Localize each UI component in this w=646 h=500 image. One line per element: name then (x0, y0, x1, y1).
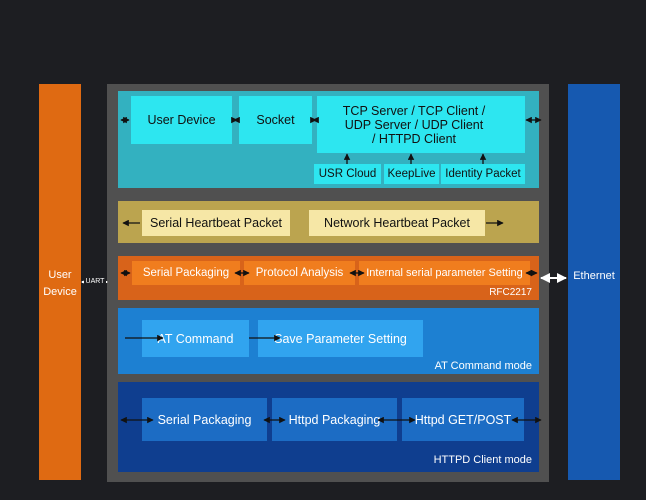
keeplive-box: KeepLive (384, 164, 439, 184)
socket-box: Socket (239, 96, 312, 144)
httpd-get-post-box: Httpd GET/POST (402, 398, 524, 441)
rfc-serial-packaging-box: Serial Packaging (132, 261, 240, 285)
protocol-analysis-box: Protocol Analysis (244, 261, 355, 285)
uart-label: UART (84, 277, 106, 287)
tcp-line2: UDP Server / UDP Client (344, 117, 484, 132)
identity-packet-box: Identity Packet (441, 164, 525, 184)
save-parameter-box: Save Parameter Setting (258, 320, 423, 357)
ethernet-bar: Ethernet (568, 84, 620, 480)
tcp-line3: / HTTPD Client (371, 131, 457, 146)
ethernet-bar-label: Ethernet (573, 270, 615, 282)
at-command-box: AT Command (142, 320, 249, 357)
tcp-udp-httpd-box: TCP Server / TCP Client / UDP Server / U… (317, 96, 525, 153)
user-device-bar-label-line2: Device (43, 286, 77, 298)
httpd-client-mode-caption: HTTPD Client mode (433, 454, 532, 466)
tcp-line1: TCP Server / TCP Client / (342, 103, 486, 118)
serial-heartbeat-box: Serial Heartbeat Packet (142, 210, 290, 236)
httpd-packaging-box: Httpd Packaging (272, 398, 397, 441)
usr-cloud-box: USR Cloud (314, 164, 381, 184)
user-device-bar: User Device (39, 84, 81, 480)
internal-serial-setting-box: Internal serial parameter Setting (359, 261, 530, 285)
network-heartbeat-box: Network Heartbeat Packet (309, 210, 485, 236)
rfc2217-caption: RFC2217 (489, 287, 532, 298)
at-command-mode-caption: AT Command mode (434, 360, 532, 372)
user-device-box: User Device (131, 96, 232, 144)
httpd-serial-packaging-box: Serial Packaging (142, 398, 267, 441)
user-device-bar-label-line1: User (48, 269, 72, 281)
